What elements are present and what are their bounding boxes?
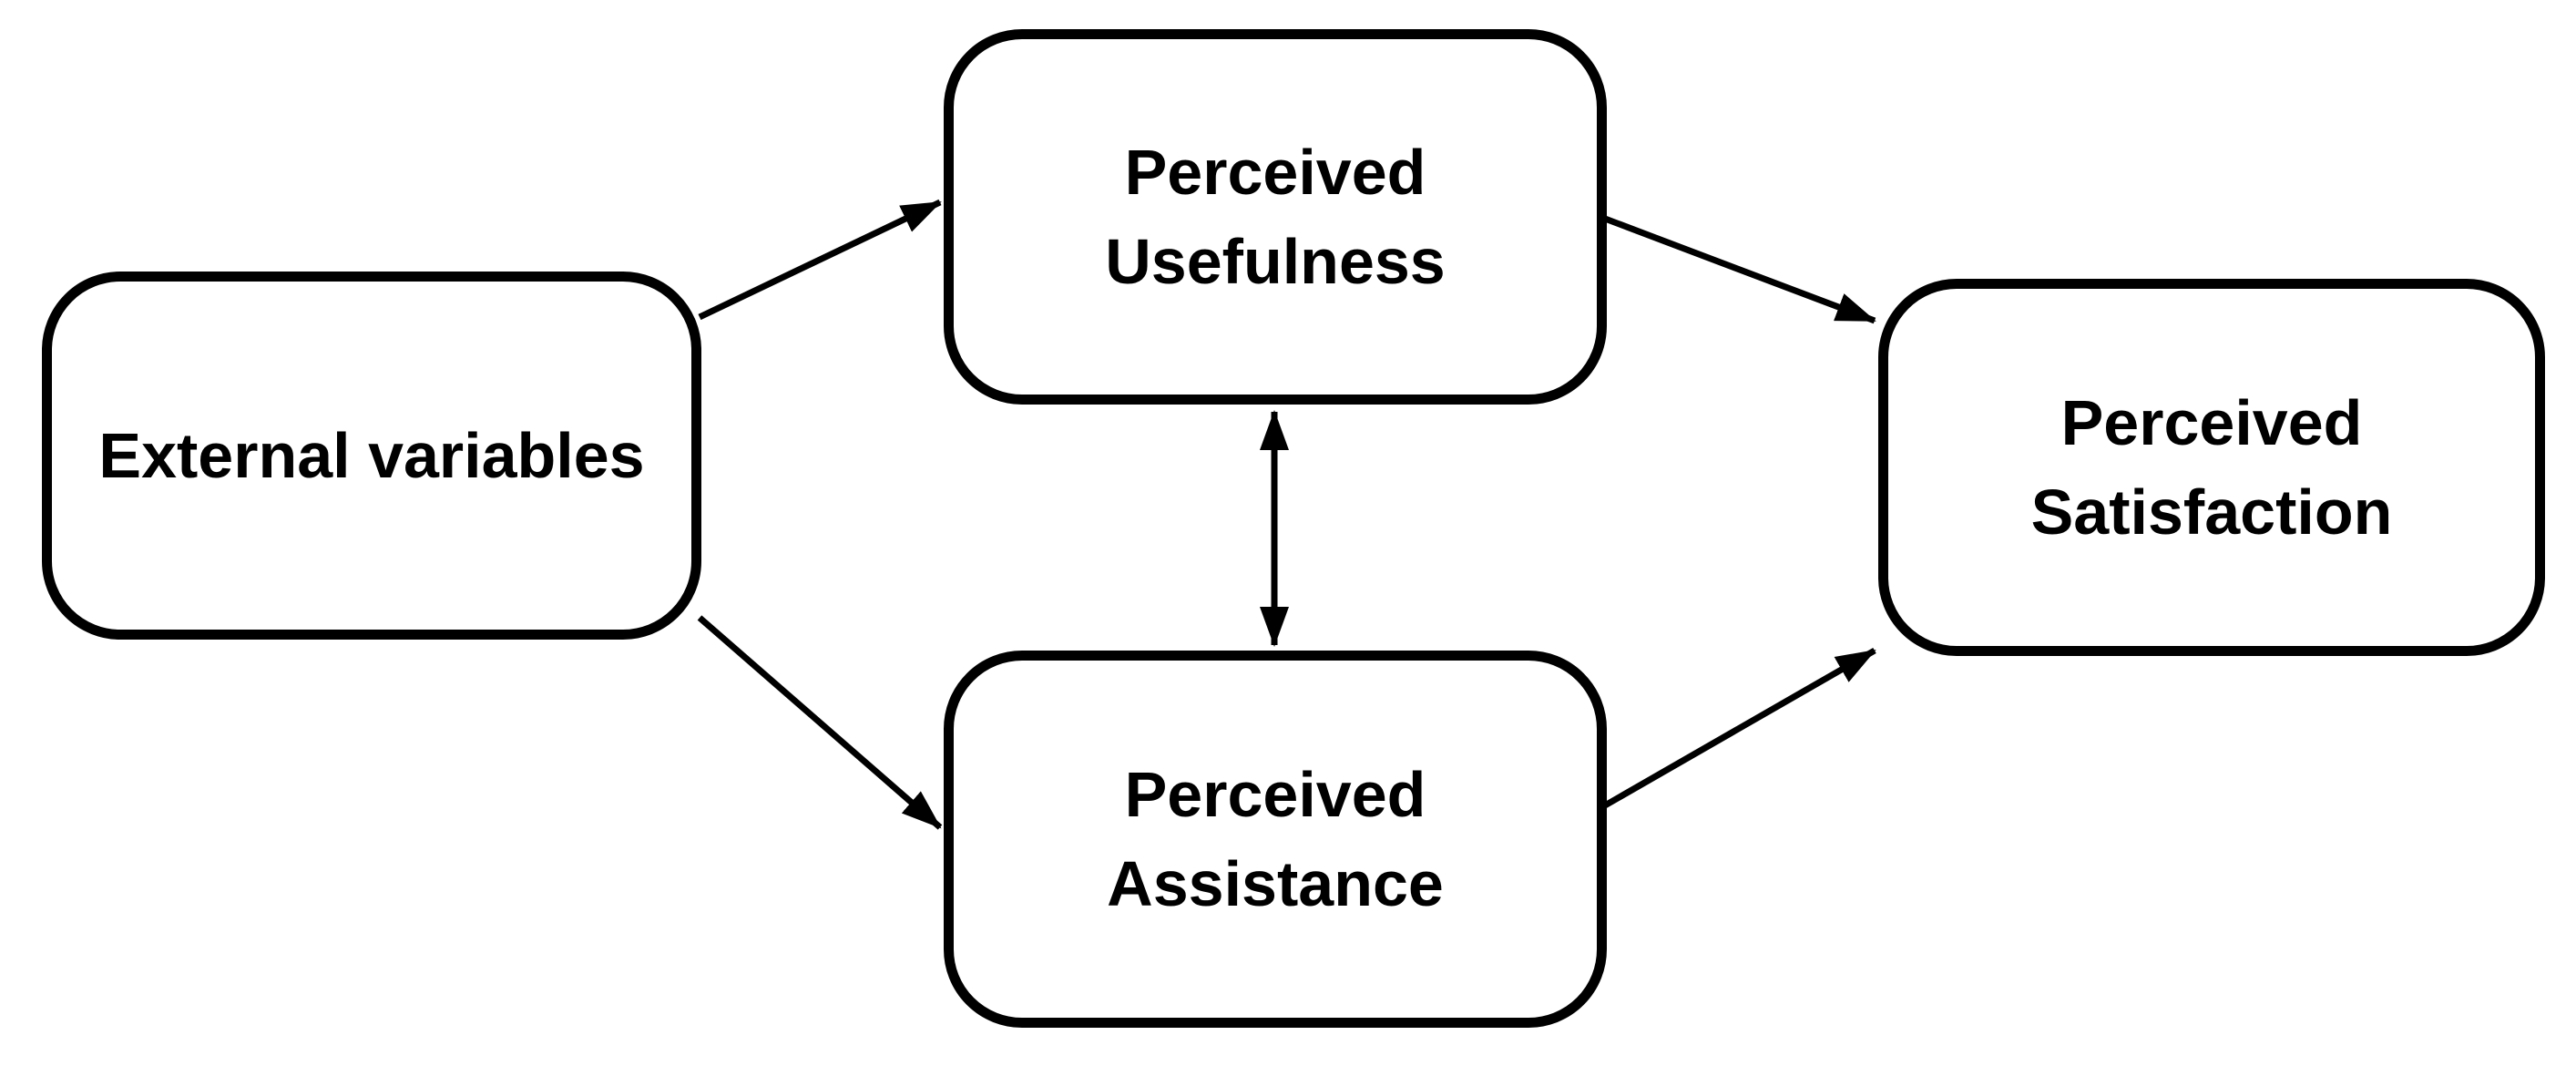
node-external-variables: External variables [42,272,701,640]
node-perceived-assistance: Perceived Assistance [944,651,1607,1028]
node-perceived-satisfaction: Perceived Satisfaction [1878,279,2545,656]
arrow-assistance-to-satisfaction [1603,647,1876,809]
node-perceived-assistance-label-line2: Assistance [1107,848,1444,919]
node-perceived-satisfaction-label-line2: Satisfaction [2030,477,2393,548]
arrow-external-to-assistance [697,615,943,830]
node-external-variables-label: External variables [98,420,645,491]
node-perceived-usefulness-label-line1: Perceived [1124,137,1426,208]
node-perceived-usefulness: Perceived Usefulness [944,29,1607,405]
node-perceived-satisfaction-label-line1: Perceived [2060,387,2363,458]
node-perceived-usefulness-label-line2: Usefulness [1105,226,1446,297]
arrow-usefulness-to-satisfaction [1603,215,1876,324]
node-perceived-assistance-label-line1: Perceived [1124,759,1426,830]
arrow-external-to-usefulness [698,199,942,321]
